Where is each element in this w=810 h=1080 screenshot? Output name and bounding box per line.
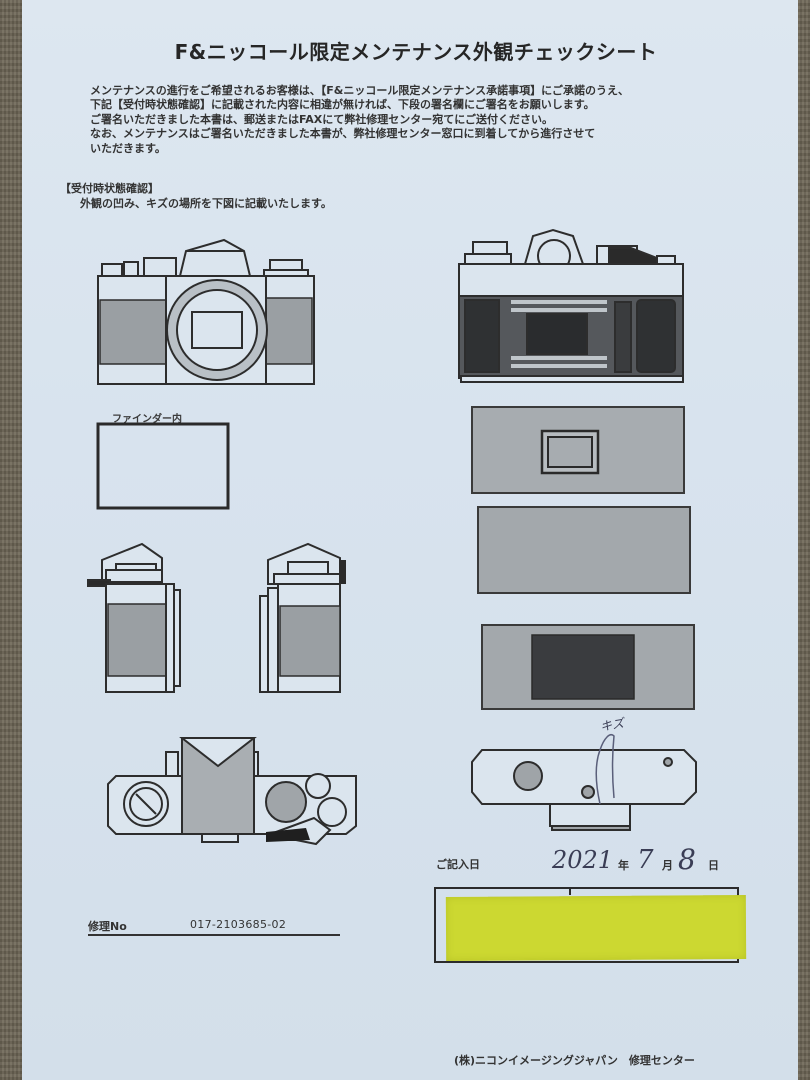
- camera-right-side-diagram: [259, 542, 346, 693]
- finder-label: ファインダー内: [112, 414, 182, 425]
- section-description: 外観の凹み、キズの場所を下図に記載いたします。: [80, 197, 332, 210]
- camera-top-diagram: [107, 737, 357, 846]
- camera-front-diagram: [97, 238, 315, 385]
- date-month-unit: 月: [662, 859, 673, 872]
- date-day-value: 8: [678, 843, 696, 876]
- intro-line: 下記【受付時状態確認】に記載された内容に相違が無ければ、下段の署名欄にご署名をお…: [90, 98, 595, 112]
- intro-paragraph: メンテナンスの進行をご希望されるお客様は、【F&ニッコール限定メンテナンス承諾事…: [90, 84, 750, 156]
- handwritten-scratch-note: キズ: [599, 716, 626, 734]
- repair-number-label: 修理No: [88, 920, 127, 933]
- date-label: ご記入日: [436, 858, 480, 871]
- intro-line: なお、メンテナンスはご署名いただきました本書が、弊社修理センター窓口に到着してか…: [90, 127, 596, 141]
- date-year-value: 2021: [552, 846, 614, 874]
- intro-line: ご署名いただきました本書は、郵送またはFAXにて弊社修理センター宛てにご送付くだ…: [90, 112, 554, 126]
- repair-number-underline: [88, 934, 340, 936]
- camera-back-diagram: [458, 228, 684, 383]
- date-month-value: 7: [637, 845, 654, 875]
- date-year-unit: 年: [618, 859, 629, 872]
- footer-company: (株)ニコンイメージングジャパン 修理センター: [454, 1054, 695, 1067]
- camera-left-side-diagram: [87, 542, 181, 693]
- camera-bottom-diagram: [471, 734, 697, 831]
- repair-number-value: 017-2103685-02: [190, 918, 287, 931]
- intro-line: いただきます。: [90, 141, 166, 155]
- signature-divider: [569, 887, 571, 895]
- check-sheet-paper: F&ニッコール限定メンテナンス外観チェックシート メンテナンスの進行をご希望され…: [22, 0, 798, 1080]
- back-panel-finder: [471, 406, 685, 494]
- page-title: F&ニッコール限定メンテナンス外観チェックシート: [174, 40, 658, 64]
- date-day-unit: 日: [708, 859, 719, 872]
- finder-box: [96, 422, 230, 510]
- back-panel-plain: [477, 506, 691, 594]
- redaction-sticker: [445, 894, 747, 962]
- intro-line: メンテナンスの進行をご希望されるお客様は、【F&ニッコール限定メンテナンス承諾事…: [90, 84, 629, 97]
- back-panel-window: [481, 624, 695, 710]
- section-heading: 【受付時状態確認】: [60, 182, 159, 195]
